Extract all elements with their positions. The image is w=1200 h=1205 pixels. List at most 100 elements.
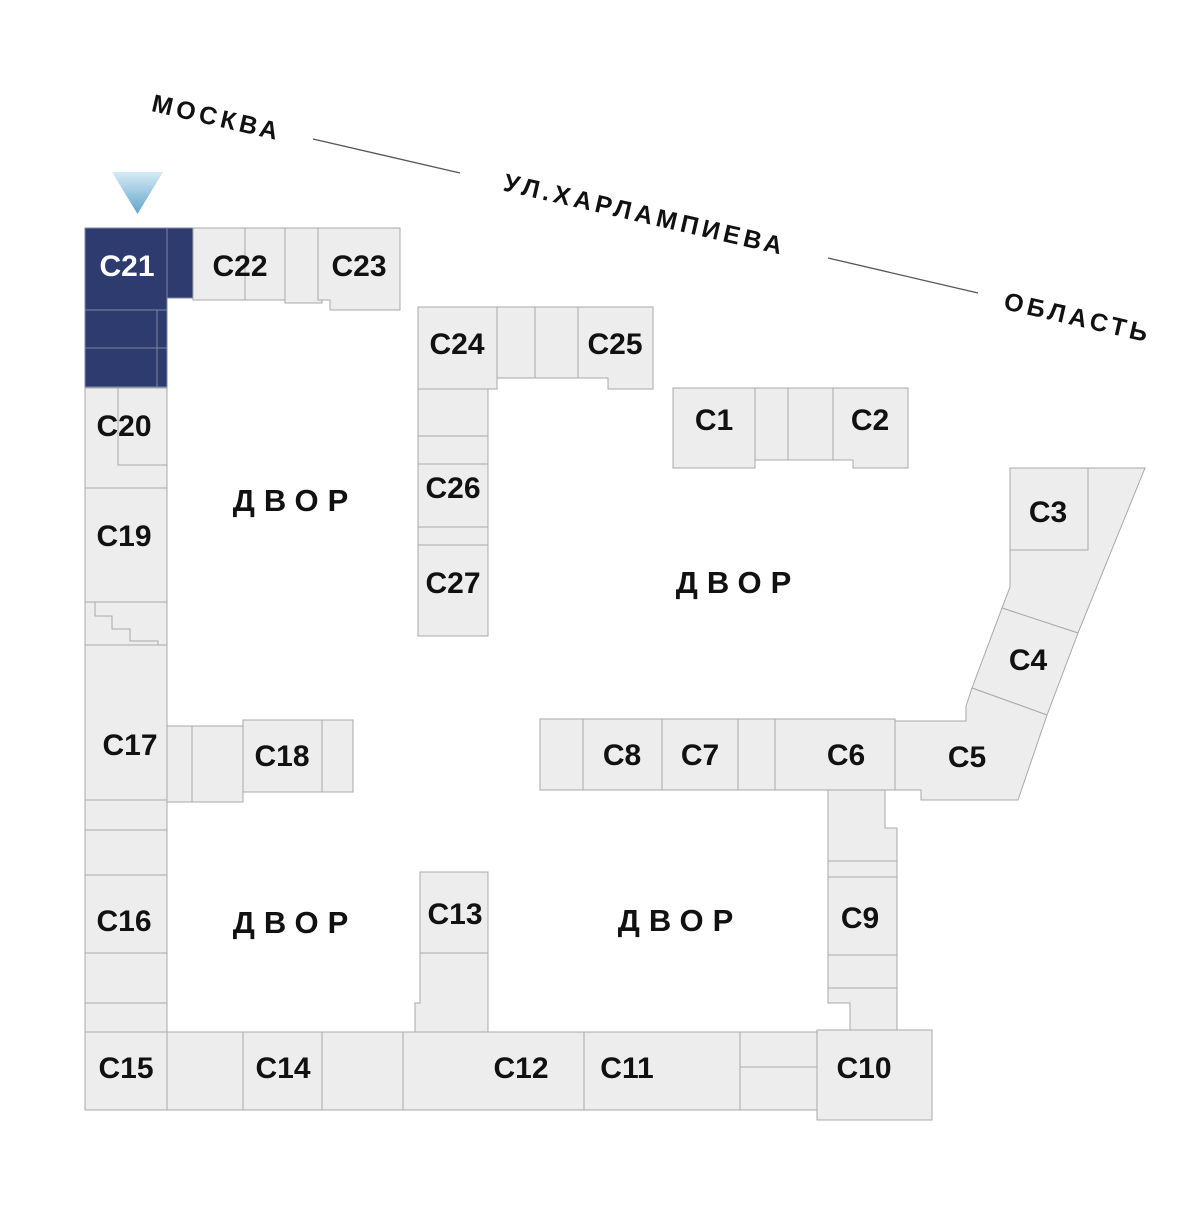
building-c4[interactable]: С4	[971, 607, 1079, 716]
building-c10-label: С10	[836, 1052, 891, 1085]
building-c19[interactable]: С19	[84, 487, 168, 603]
building-c26-shape[interactable]	[417, 463, 489, 528]
building-c18-shape[interactable]	[242, 719, 354, 793]
building-c2[interactable]: С2	[832, 387, 909, 469]
building-c9-label: С9	[841, 902, 879, 935]
building-c25-label: С25	[587, 328, 642, 361]
building-segment	[787, 387, 834, 461]
building-segment	[534, 306, 579, 379]
building-segment	[496, 306, 536, 379]
street-name-label: УЛ.ХАРЛАМПИЕВА	[501, 169, 789, 261]
building-c20-label: С20	[96, 410, 151, 443]
building-c9[interactable]: С9	[827, 876, 898, 956]
building-c3[interactable]: С3	[1009, 467, 1089, 551]
building-c10[interactable]: С10	[816, 1029, 933, 1121]
building-c27[interactable]: С27	[417, 544, 489, 637]
building-c19-label: С19	[96, 520, 151, 553]
building-c23-label: С23	[331, 250, 386, 283]
building-c8[interactable]: С8	[582, 718, 663, 791]
building-segment	[539, 718, 584, 791]
building-segment	[414, 952, 489, 1033]
building-c22-label: С22	[212, 250, 267, 283]
building-c21-shape[interactable]	[84, 309, 168, 349]
building-c18[interactable]: С18	[242, 719, 354, 793]
building-segment	[417, 435, 489, 465]
building-segment	[84, 799, 168, 831]
moscow-direction-label: МОСКВА	[149, 89, 284, 146]
building-c5-shape[interactable]	[894, 687, 1048, 801]
building-c4-label: С4	[1009, 644, 1048, 677]
building-c6-shape[interactable]	[774, 718, 896, 791]
building-c23-shape[interactable]	[317, 227, 401, 311]
building-segment	[417, 526, 489, 546]
building-c21-shape[interactable]	[84, 227, 168, 311]
building-c13[interactable]: С13	[419, 871, 489, 954]
building-c13-label: С13	[427, 898, 482, 931]
building-c21-shape[interactable]	[166, 227, 194, 299]
building-c19-shape[interactable]	[84, 487, 168, 603]
building-c16[interactable]: С16	[84, 874, 168, 954]
building-c21[interactable]: С21	[84, 227, 194, 388]
building-c15[interactable]: С15	[84, 1031, 168, 1111]
building-c7[interactable]: С7	[661, 718, 739, 791]
building-c13-shape[interactable]	[419, 871, 489, 954]
oblast-direction-label: ОБЛАСТЬ	[1001, 287, 1154, 348]
building-c20[interactable]: С20	[84, 387, 168, 489]
building-c25[interactable]: С25	[577, 306, 654, 390]
building-c23[interactable]: С23	[317, 227, 401, 311]
building-c12-shape[interactable]	[402, 1031, 585, 1111]
building-c12[interactable]: С12	[402, 1031, 585, 1111]
building-c17-shape[interactable]	[84, 644, 168, 801]
building-c22-shape[interactable]	[192, 227, 286, 301]
building-c21-shape[interactable]	[84, 347, 168, 388]
building-segment	[284, 227, 323, 304]
building-segment	[417, 388, 489, 437]
courtyard-labels: ДВОР ДВОР ДВОР ДВОР	[233, 483, 792, 940]
building-segment	[321, 1031, 404, 1111]
building-c1-shape[interactable]	[672, 387, 756, 469]
building-c22[interactable]: С22	[192, 227, 286, 301]
building-c10-shape[interactable]	[816, 1029, 933, 1121]
buildings-layer: С21 С22 С23 С24 С25 С26	[84, 227, 1146, 1121]
building-c21-label: С21	[99, 250, 154, 283]
building-c25-shape[interactable]	[577, 306, 654, 390]
building-c1[interactable]: С1	[672, 387, 756, 469]
building-c14[interactable]: С14	[242, 1031, 323, 1111]
building-c26[interactable]: С26	[417, 463, 489, 528]
building-c16-label: С16	[96, 905, 151, 938]
building-divider	[117, 388, 167, 466]
selected-building-marker-icon	[112, 172, 163, 214]
building-c16-shape[interactable]	[84, 874, 168, 954]
building-c9-shape[interactable]	[827, 876, 898, 956]
building-c8-label: С8	[603, 739, 641, 772]
building-segment	[84, 952, 168, 1004]
building-segment	[737, 718, 776, 791]
building-c15-label: С15	[98, 1052, 153, 1085]
building-c24-shape[interactable]	[417, 306, 498, 390]
building-c14-shape[interactable]	[242, 1031, 323, 1111]
building-segment	[754, 387, 789, 461]
building-c20-shape[interactable]	[84, 387, 168, 489]
building-c11-shape[interactable]	[583, 1031, 741, 1111]
building-c6[interactable]: С6	[774, 718, 896, 791]
building-c3-shape[interactable]	[1009, 467, 1089, 551]
building-c27-shape[interactable]	[417, 544, 489, 637]
building-c2-shape[interactable]	[832, 387, 909, 469]
building-c24[interactable]: С24	[417, 306, 498, 390]
building-segment	[827, 789, 898, 878]
building-c5[interactable]: С5	[894, 687, 1048, 801]
building-stair-divider	[85, 601, 159, 645]
building-c15-shape[interactable]	[84, 1031, 168, 1111]
building-c17-shape[interactable]	[166, 725, 244, 803]
building-c11[interactable]: С11	[583, 1031, 741, 1111]
building-segment	[827, 987, 898, 1034]
building-segment	[84, 829, 168, 876]
building-segment	[84, 601, 168, 646]
building-c17-label: С17	[102, 729, 157, 762]
building-c17[interactable]: С17	[84, 644, 244, 803]
courtyard-label: ДВОР	[618, 903, 743, 938]
street-line-left	[312, 138, 461, 174]
building-segment	[739, 1031, 818, 1111]
